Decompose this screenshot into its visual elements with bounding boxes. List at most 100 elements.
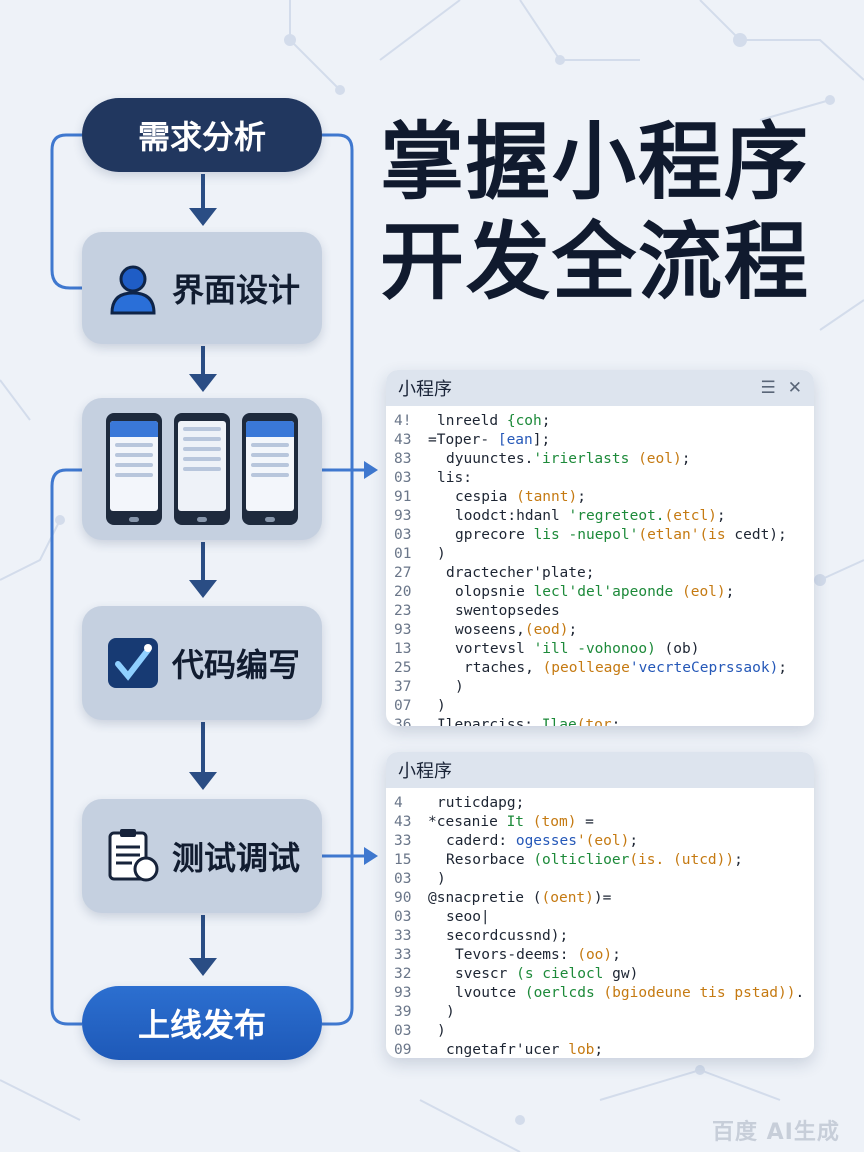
line-number: 33 [394,947,412,963]
code-text: Tevors-deems: (oo); [455,947,621,963]
line-number: 39 [394,1004,412,1020]
step-requirements-analysis: 需求分析 [82,98,322,172]
line-number: 93 [394,508,412,524]
line-number: 33 [394,833,412,849]
code-line: 93 loodct:hdanl 'regreteot.(etcl); [394,507,806,526]
user-icon [110,265,156,315]
code-text: Ileparciss; Ilae(tor; [437,717,621,726]
step-release: 上线发布 [82,986,322,1060]
line-number: 33 [394,928,412,944]
window-title: 小程序 [398,379,452,400]
code-text: ruticdapg; [437,795,525,811]
code-line: 01) [394,545,806,564]
code-line: 43 =Toper- [ean]; [394,431,806,450]
line-number: 03 [394,470,412,486]
menu-icon[interactable]: ☰ [760,378,776,398]
code-text: ) [455,679,464,695]
code-text: woseens,(eod); [455,622,578,638]
line-number: 91 [394,489,412,505]
line-number: 32 [394,966,412,982]
line-number: 03 [394,909,412,925]
code-line: 03) [394,870,806,889]
code-line: 32 svescr (s cielocl gw) [394,965,806,984]
code-line: 03 seoo| [394,908,806,927]
code-editor-icon [107,638,158,688]
line-number: 90 [394,890,412,906]
code-text: @snacpretie ((oent))= [428,890,612,906]
line-number: 4 [394,795,403,811]
line-number: 03 [394,871,412,887]
headline-line-1: 掌握小程序 [380,113,811,211]
code-text: =Toper- [ean]; [428,432,551,448]
code-line: 07) [394,697,806,716]
step-coding: 代码编写 [82,606,322,720]
phone-mockup-icon [174,413,230,525]
step-label: 代码编写 [171,646,300,684]
line-number: 27 [394,565,412,581]
code-text: loodct:hdanl 'regreteot.(etcl); [455,508,726,524]
code-text: gprecore lis -nuepol'(etlan'(is cedt); [455,527,787,543]
line-number: 83 [394,451,412,467]
line-number: 15 [394,852,412,868]
code-window-1: 小程序 ☰ ✕ 4!lnreeld {coh;43=Toper- [ean];8… [386,370,814,726]
code-line: 39) [394,1003,806,1022]
code-text: olopsnie lecl'del'apeonde (eol); [455,584,735,600]
line-number: 23 [394,603,412,619]
window-titlebar: 小程序 [386,752,814,788]
line-number: 43 [394,814,412,830]
line-number: 37 [394,679,412,695]
code-text: lis: [437,470,472,486]
code-line: 43*cesanie It (tom) = [394,813,806,832]
phone-mockup-icon [242,413,298,525]
code-text: vortevsl 'ill -vohonoo) (ob) [455,641,700,657]
code-line: 03) [394,1022,806,1041]
code-text: secordcussnd); [446,928,569,944]
step-label: 上线发布 [137,1006,266,1044]
line-number: 07 [394,698,412,714]
line-number: 03 [394,1023,412,1039]
code-line: 03 lis: [394,469,806,488]
line-number: 01 [394,546,412,562]
step-label: 界面设计 [171,271,300,309]
code-text: cespia (tannt); [455,489,586,505]
code-text: dyuunctes.'irierlasts (eol); [446,451,691,467]
code-text: lnreeld {coh; [437,413,551,429]
code-line: 90 @snacpretie ((oent))= [394,889,806,908]
code-text: rtaches, (peolleage'vecrteCeprssaok); [464,660,788,676]
phone-mockup-icon [106,413,162,525]
code-line: 37) [394,678,806,697]
code-line: 33 secordcussnd); [394,927,806,946]
step-label: 需求分析 [137,118,266,156]
close-icon[interactable]: ✕ [787,378,802,398]
line-number: 09 [394,1042,412,1058]
code-line: 33 caderd: ogesses'(eol); [394,832,806,851]
line-number: 43 [394,432,412,448]
window-title: 小程序 [398,761,452,782]
code-line: 27 dractecher'plate; [394,564,806,583]
code-line: 91 cespia (tannt); [394,488,806,507]
code-text: caderd: ogesses'(eol); [446,833,639,849]
code-line: 33 Tevors-deems: (oo); [394,946,806,965]
step-mockups [82,398,322,540]
line-number: 25 [394,660,412,676]
code-text: svescr (s cielocl gw) [455,966,639,982]
code-text: seoo| [446,909,490,925]
code-line: 83 dyuunctes.'irierlasts (eol); [394,450,806,469]
step-ui-design: 界面设计 [82,232,322,344]
code-text: ) [437,871,446,887]
code-text: dractecher'plate; [446,565,595,581]
line-number: 93 [394,622,412,638]
code-line: 09 cngetafr'ucer lob; [394,1041,806,1058]
line-number: 13 [394,641,412,657]
code-text: cngetafr'ucer lob; [446,1042,604,1058]
step-label: 测试调试 [171,839,300,877]
